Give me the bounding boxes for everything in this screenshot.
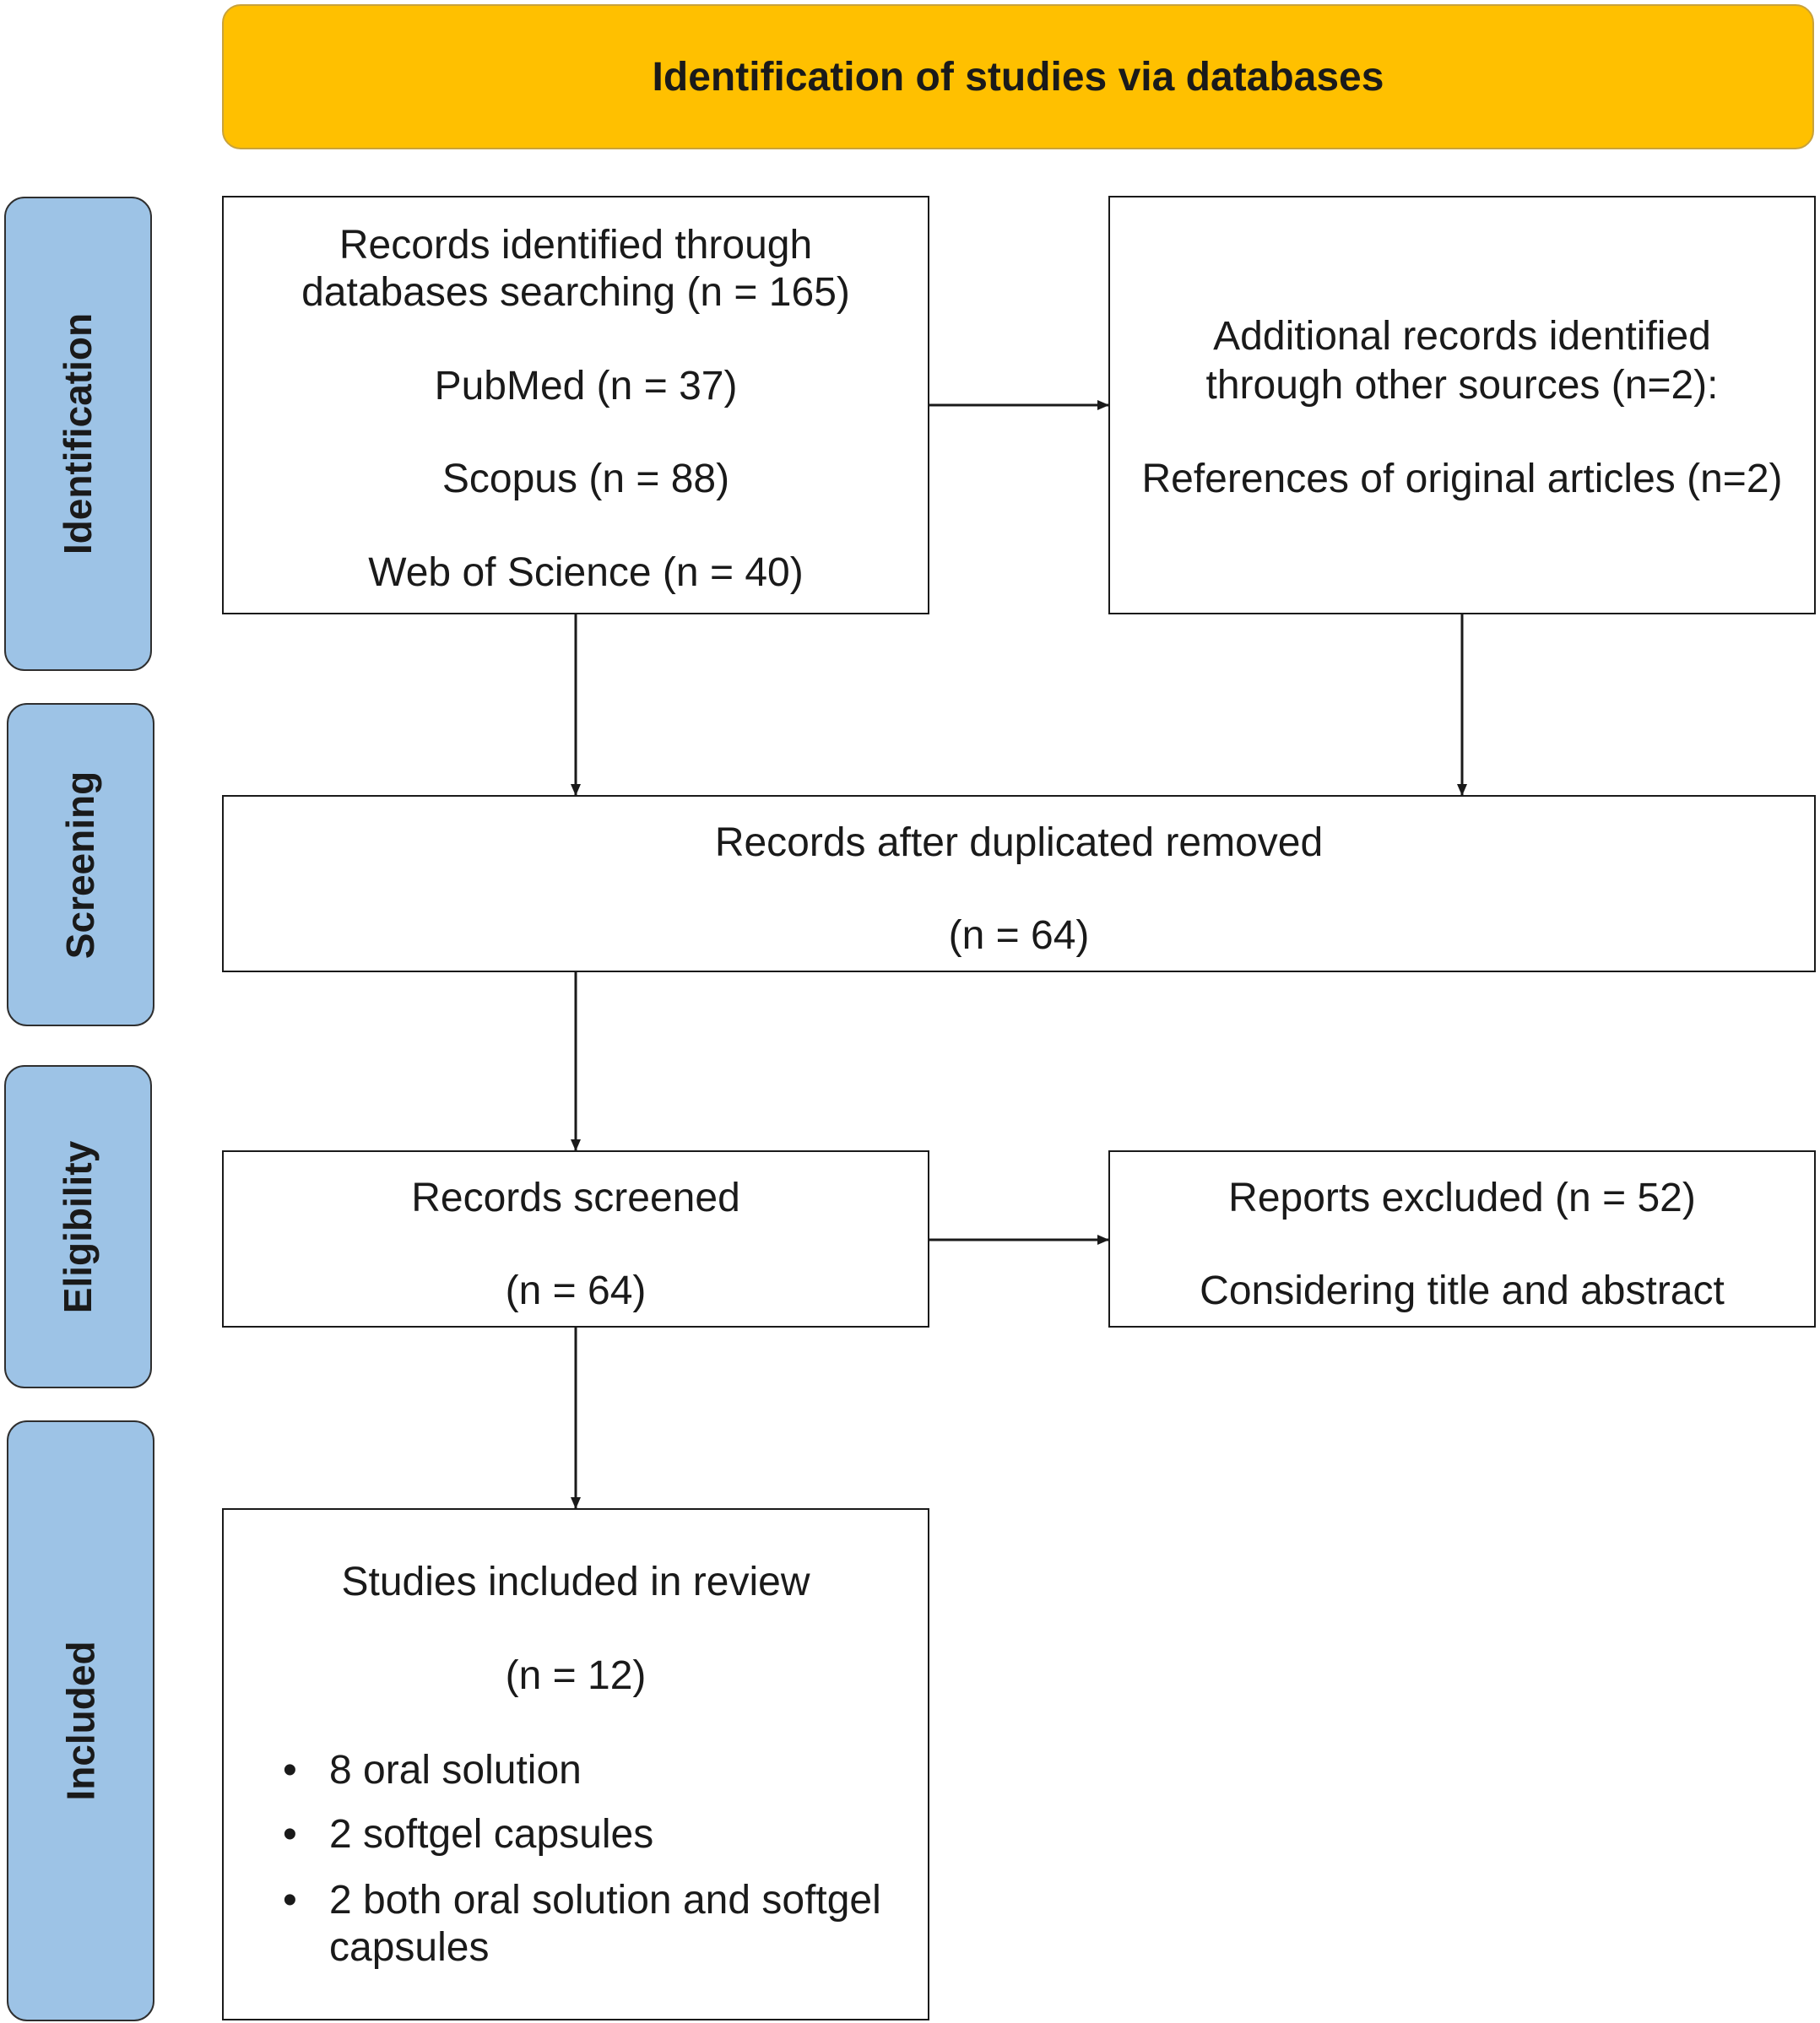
screened-records-box: Records screened (n = 64) (222, 1150, 929, 1328)
database-records-line2: databases searching (n = 165) (301, 270, 850, 315)
scopus-count: Scopus (n = 88) (441, 457, 730, 501)
phase-eligibility: Eligibility (4, 1065, 152, 1388)
other-sources-line2: through other sources (n=2): (1205, 363, 1719, 408)
deduplicated-records-label: Records after duplicated removed (714, 820, 1324, 865)
deduplicated-records-count: (n = 64) (948, 913, 1090, 958)
excluded-reports-reason: Considering title and abstract (1200, 1268, 1725, 1313)
other-sources-line3: References of original articles (n=2) (1141, 457, 1783, 501)
web-of-science-count: Web of Science (n = 40) (368, 550, 804, 595)
pubmed-count: PubMed (n = 37) (434, 364, 738, 408)
bullet: • (283, 1748, 297, 1793)
screened-records-count: (n = 64) (505, 1268, 647, 1313)
bullet: • (283, 1878, 297, 1923)
included-studies-count: (n = 12) (505, 1653, 647, 1698)
phase-screening: Screening (7, 703, 154, 1026)
list-item-text: 2 softgel capsules (329, 1812, 654, 1857)
excluded-reports-count: Reports excluded (n = 52) (1228, 1176, 1696, 1220)
included-studies-label: Studies included in review (341, 1560, 810, 1604)
other-sources-box: Additional records identified through ot… (1108, 196, 1816, 614)
other-sources-line1: Additional records identified (1213, 314, 1711, 359)
excluded-reports-box: Reports excluded (n = 52) Considering ti… (1108, 1150, 1816, 1328)
bullet: • (283, 1812, 297, 1857)
database-records-line1: Records identified through (339, 223, 813, 268)
phase-included: Included (7, 1420, 154, 2021)
phase-identification: Identification (4, 197, 152, 671)
list-item-text: 2 both oral solution and softgel (329, 1878, 881, 1923)
list-item-text: 8 oral solution (329, 1748, 582, 1793)
database-records-box: Records identified through databases sea… (222, 196, 929, 614)
diagram-title: Identification of studies via databases (222, 4, 1814, 149)
included-studies-box: Studies included in review (n = 12) • 8 … (222, 1508, 929, 2020)
deduplicated-records-box: Records after duplicated removed (n = 64… (222, 795, 1816, 972)
screened-records-label: Records screened (411, 1176, 740, 1220)
list-item-text: capsules (329, 1925, 490, 1970)
